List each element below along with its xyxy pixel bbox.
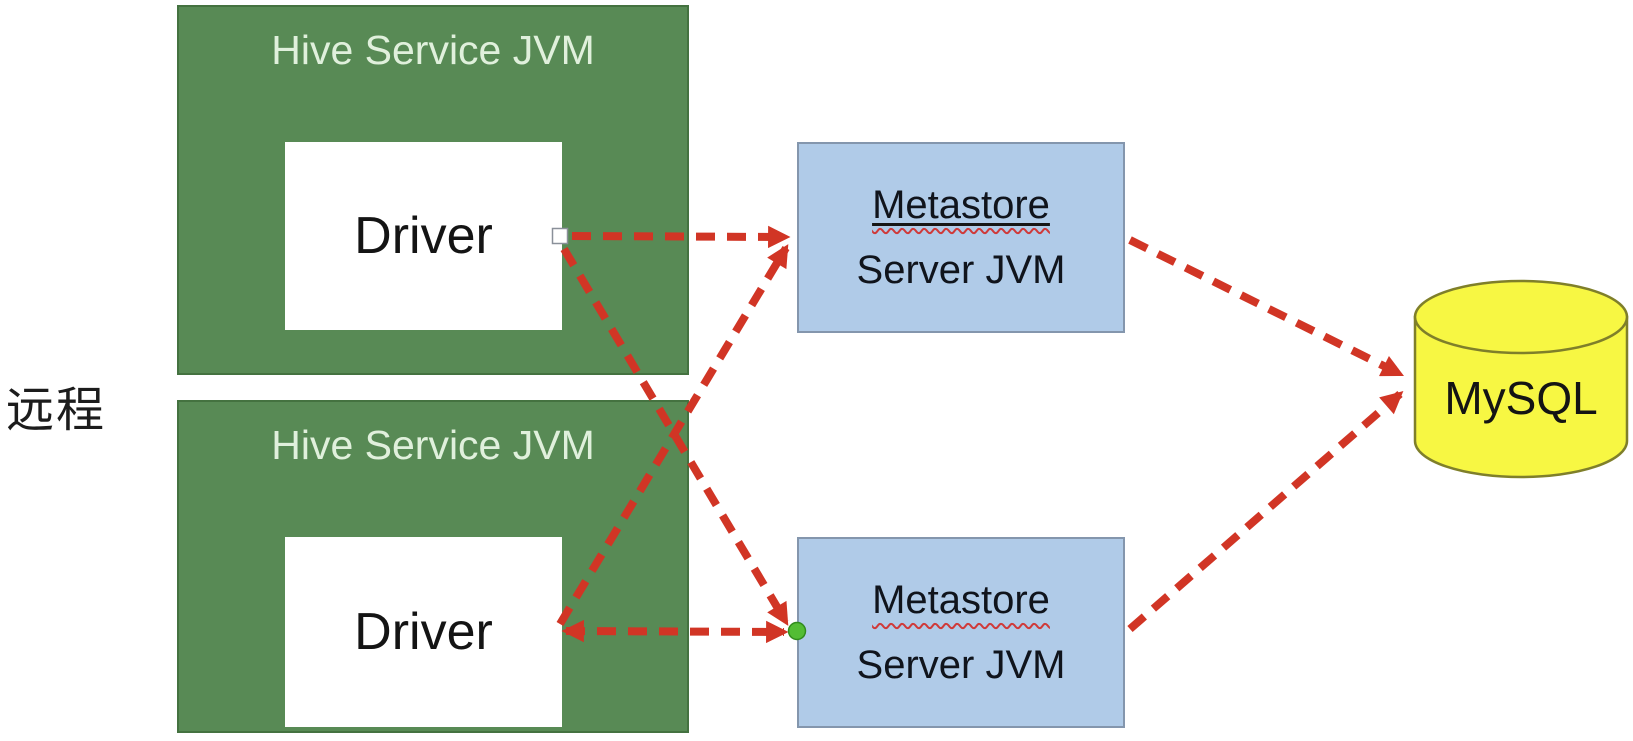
arrow-topmetastore-to-mysql	[1128, 236, 1405, 378]
mysql-label: MySQL	[1444, 372, 1597, 424]
spellcheck-wave: Metastore	[872, 183, 1050, 227]
hive-jvm-title-top: Hive Service JVM	[271, 27, 595, 73]
metastore-box-top: Metastore Server JVM	[797, 142, 1125, 333]
metastore-line1-top: Metastore	[872, 173, 1050, 238]
metastore-line2-top: Server JVM	[856, 247, 1066, 292]
driver-label-top: Driver	[354, 207, 493, 265]
spellcheck-wave: Metastore	[872, 578, 1050, 622]
driver-box-bottom: Driver	[285, 537, 562, 727]
mysql-cylinder: MySQL	[1413, 279, 1629, 479]
metastore-line2-bottom: Server JVM	[856, 642, 1066, 687]
metastore-box-bottom: Metastore Server JVM	[797, 537, 1125, 728]
hive-jvm-title-bottom: Hive Service JVM	[271, 422, 595, 468]
mysql-cylinder-top	[1413, 279, 1629, 355]
arrow-bottommetastore-to-mysql	[1127, 390, 1404, 633]
driver-label-bottom: Driver	[354, 603, 493, 661]
region-label: 远程	[6, 384, 107, 437]
metastore-word-top: Metastore	[872, 182, 1050, 227]
metastore-word-bottom: Metastore	[872, 577, 1050, 622]
mysql-cylinder-body	[1413, 315, 1629, 479]
driver-box-top: Driver	[285, 142, 562, 330]
metastore-line1-bottom: Metastore	[872, 568, 1050, 633]
